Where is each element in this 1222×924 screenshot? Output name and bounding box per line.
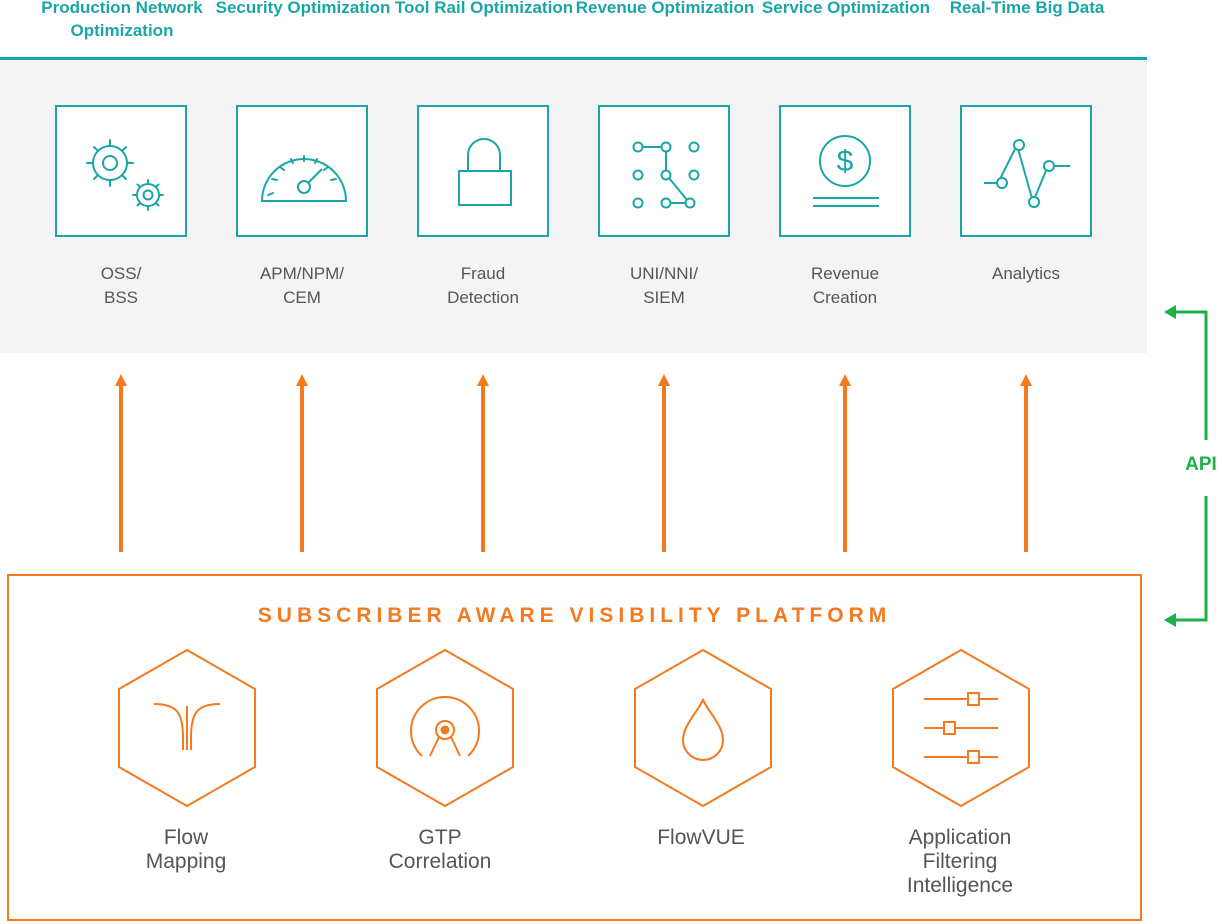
dot-grid-icon xyxy=(632,141,700,209)
api-label: API xyxy=(1185,454,1217,475)
gauge-icon xyxy=(260,155,348,202)
tool-label-uni-nni-siem: UNI/NNI/ SIEM xyxy=(630,264,698,307)
dollar-icon: $ xyxy=(813,135,879,207)
tool-box-fraud-detection xyxy=(417,105,549,237)
gears-icon xyxy=(86,139,164,211)
module-label-application-filtering: Application Filtering Intelligence xyxy=(906,826,1014,897)
category-header-revenue: Revenue Optimization xyxy=(575,0,755,17)
tool-label-oss-bss: OSS/ BSS xyxy=(100,264,142,307)
up-arrow xyxy=(1020,374,1032,552)
api-bracket xyxy=(1164,305,1208,627)
lock-icon xyxy=(458,138,512,206)
up-arrow xyxy=(477,374,489,552)
tool-label-revenue-creation: Revenue Creation xyxy=(810,264,880,307)
tool-label-analytics: Analytics xyxy=(991,264,1061,283)
tool-box-apm-npm-cem xyxy=(236,105,368,237)
category-header-big-data: Real-Time Big Data xyxy=(949,0,1105,17)
flow-split-icon xyxy=(153,703,221,750)
module-label-flowvue: FlowVUE xyxy=(657,826,745,849)
up-arrow xyxy=(658,374,670,552)
tool-label-fraud-detection: Fraud Detection xyxy=(447,264,519,307)
sliders-icon xyxy=(924,692,998,764)
tool-box-analytics xyxy=(960,105,1092,237)
header-divider xyxy=(0,57,1147,60)
tool-box-uni-nni-siem xyxy=(598,105,730,237)
droplet-icon xyxy=(681,697,725,761)
flow-mapping-hexagon xyxy=(118,648,256,808)
tool-box-revenue-creation: $ xyxy=(779,105,911,237)
category-header-tool-rail: Tool Rail Optimization xyxy=(394,0,574,17)
svg-text:$: $ xyxy=(837,145,854,178)
module-label-flow-mapping: Flow Mapping xyxy=(145,826,227,873)
category-header-service: Service Optimization xyxy=(761,0,931,17)
platform-title: SUBSCRIBER AWARE VISIBILITY PLATFORM xyxy=(257,604,892,627)
tool-label-apm-npm-cem: APM/NPM/ CEM xyxy=(259,264,345,307)
gtp-correlation-hexagon xyxy=(376,648,514,808)
radar-icon xyxy=(410,695,480,757)
platform-container xyxy=(7,574,1142,921)
category-header-production-network: Production Network Optimization xyxy=(41,0,203,40)
tool-box-oss-bss xyxy=(55,105,187,237)
tools-panel xyxy=(0,60,1147,353)
line-graph-icon xyxy=(984,139,1070,208)
up-arrow xyxy=(296,374,308,552)
up-arrow xyxy=(115,374,127,552)
up-arrow xyxy=(839,374,851,552)
flowvue-hexagon xyxy=(634,648,772,808)
module-label-gtp-correlation: GTP Correlation xyxy=(388,826,492,873)
category-header-security: Security Optimization xyxy=(215,0,391,17)
application-filtering-hexagon xyxy=(892,648,1030,808)
